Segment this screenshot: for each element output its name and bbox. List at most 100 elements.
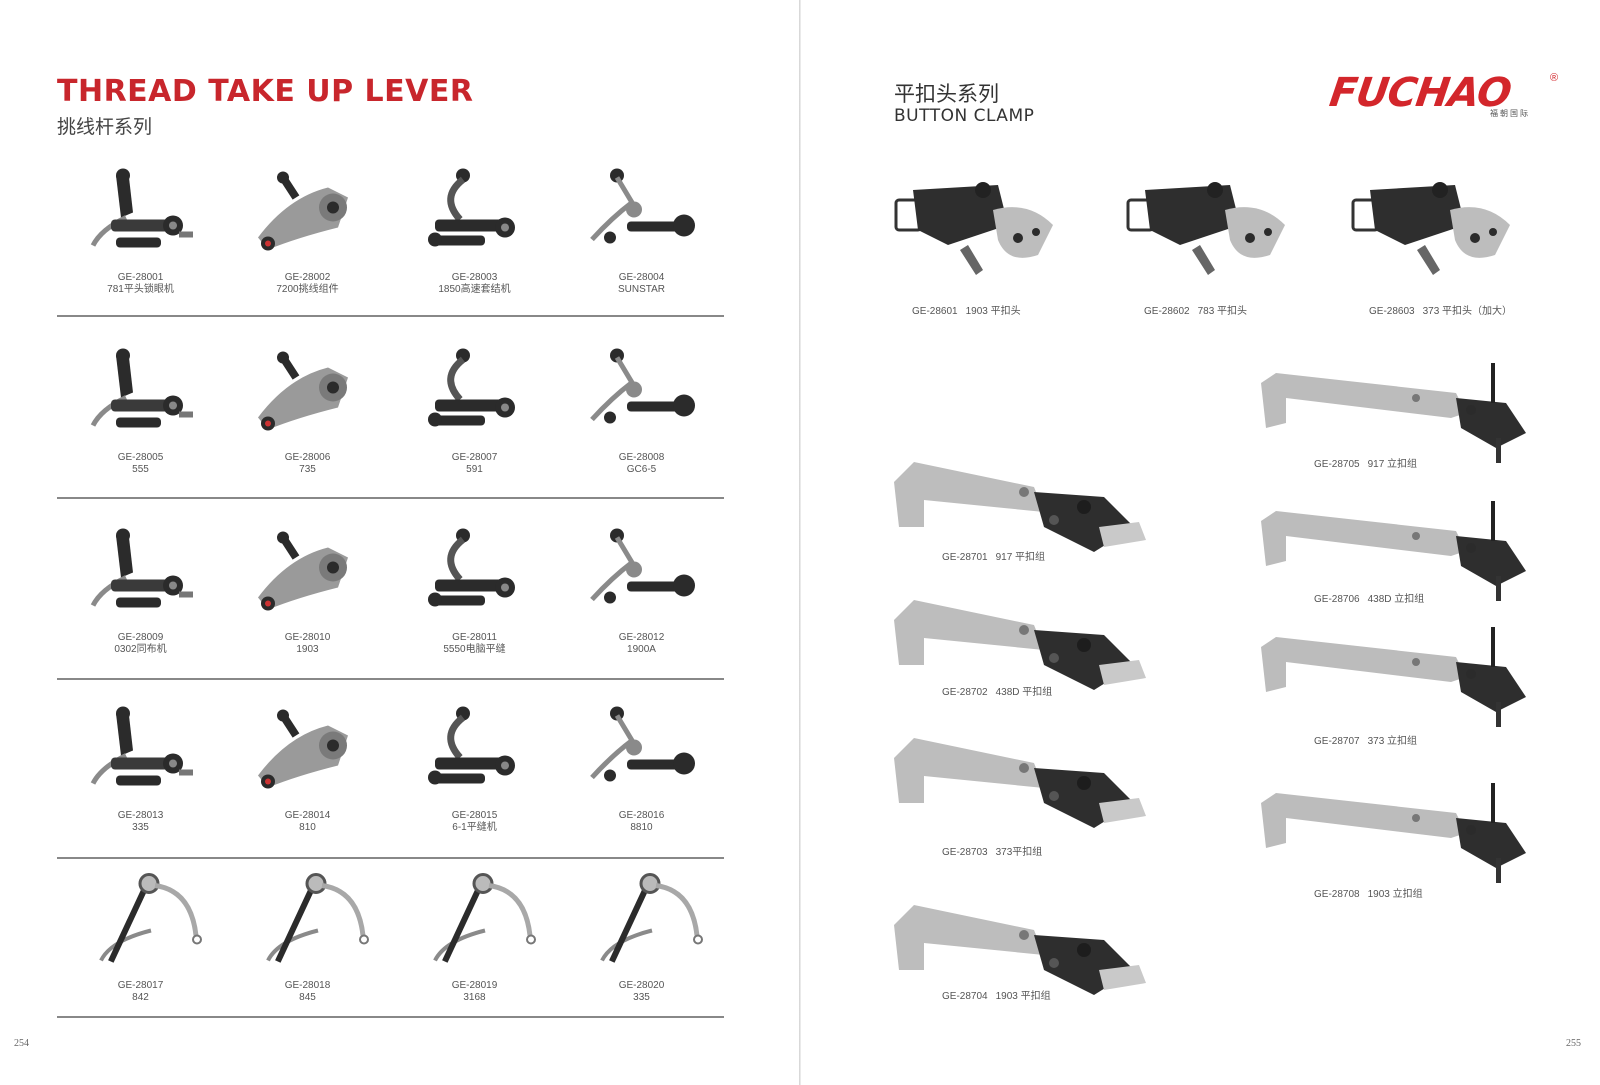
part-code: GE-28017 (117, 980, 164, 991)
part-name: 7200挑线组件 (276, 284, 339, 295)
thread-lever-icon (257, 709, 348, 789)
thread-lever-icon (589, 168, 695, 244)
row-divider (57, 315, 724, 317)
thread-lever-icon (432, 873, 536, 963)
part-code: GE-28603 (1369, 306, 1415, 317)
clamp-assembly-icon (1261, 783, 1526, 883)
part-name: 8810 (630, 822, 653, 833)
part-name: 0302同布机 (114, 644, 167, 655)
clamp-assembly-icon (894, 905, 1146, 995)
thread-lever-icon (90, 168, 193, 248)
part-name: 1903 立扣组 (1367, 889, 1423, 900)
part-code: GE-28019 (451, 980, 498, 991)
part-code: GE-28007 (451, 452, 498, 463)
clamp-assembly-icon (1261, 363, 1526, 463)
part-name: 735 (299, 464, 316, 475)
part-name: 917 立扣组 (1367, 459, 1418, 470)
part-name: 5550电脑平缝 (443, 644, 506, 655)
part-code: GE-28002 (284, 272, 331, 283)
thread-lever-icon (589, 706, 695, 782)
row-divider (57, 678, 724, 680)
thread-lever-icon (427, 168, 515, 247)
clamp-item (1256, 358, 1531, 473)
part-name: 917 平扣组 (995, 552, 1046, 563)
page-subtitle: 挑线杆系列 (57, 116, 153, 138)
part-code: GE-28701 (942, 552, 988, 563)
clamp-assembly-icon (1261, 501, 1526, 601)
part-code: GE-28020 (618, 980, 665, 991)
part-code: GE-28013 (117, 810, 164, 821)
part-code: GE-28001 (117, 272, 164, 283)
part-code: GE-28003 (451, 272, 498, 283)
thread-lever-icon (599, 873, 703, 963)
part-code: GE-28009 (117, 632, 164, 643)
part-name: 335 (132, 822, 149, 833)
logo-subtitle: 福朝国际 (1490, 109, 1530, 118)
clamp-item (1256, 622, 1531, 737)
part-name: 1900A (627, 644, 656, 655)
part-name: 810 (299, 822, 316, 833)
part-code: GE-28703 (942, 847, 988, 858)
clamp-item (884, 590, 1159, 705)
part-name: 1903 平扣组 (995, 991, 1051, 1002)
thread-lever-icon (98, 873, 202, 963)
part-name: 591 (466, 464, 483, 475)
part-name: 555 (132, 464, 149, 475)
part-code: GE-28708 (1314, 889, 1360, 900)
clamp-item (884, 452, 1159, 567)
thread-lever-icon (90, 528, 193, 608)
thread-lever-icon (257, 171, 348, 251)
fuchao-logo: FUCHAO ® 福朝国际 (1327, 70, 1560, 120)
part-name: 373 立扣组 (1367, 736, 1418, 747)
thread-lever-icon (257, 531, 348, 611)
thread-lever-icon (427, 528, 515, 607)
logo-registered-mark: ® (1550, 72, 1559, 84)
page-gutter (799, 0, 801, 1085)
part-name: 781平头锁眼机 (107, 284, 174, 295)
row-divider (57, 497, 724, 499)
page-number-right: 255 (1566, 1038, 1581, 1049)
part-code: GE-28702 (942, 687, 988, 698)
thread-lever-icon (589, 348, 695, 424)
part-code: GE-28018 (284, 980, 331, 991)
clamp-item (888, 170, 1068, 290)
part-name: 1903 (296, 644, 319, 655)
part-code: GE-28707 (1314, 736, 1360, 747)
clamp-caption: GE-28705 917 立扣组 (1314, 455, 1417, 470)
clamp-assembly-icon (894, 462, 1146, 552)
part-code: GE-28706 (1314, 594, 1360, 605)
part-name: 438D 平扣组 (995, 687, 1053, 698)
part-name: 842 (132, 992, 149, 1003)
part-name: 6-1平缝机 (452, 822, 497, 833)
clamp-caption: GE-28708 1903 立扣组 (1314, 885, 1423, 900)
part-code: GE-28016 (618, 810, 665, 821)
clamp-caption: GE-28701 917 平扣组 (942, 548, 1045, 563)
part-code: GE-28012 (618, 632, 665, 643)
clamp-item (1120, 170, 1300, 290)
part-code: GE-28705 (1314, 459, 1360, 470)
button-clamp-icon (1126, 182, 1285, 275)
clamp-item (884, 895, 1159, 1010)
row-divider (57, 1016, 724, 1018)
part-name: GC6-5 (626, 464, 657, 475)
clamp-item (1256, 778, 1531, 893)
clamp-caption: GE-28707 373 立扣组 (1314, 732, 1417, 747)
page-number-left: 254 (14, 1038, 29, 1049)
